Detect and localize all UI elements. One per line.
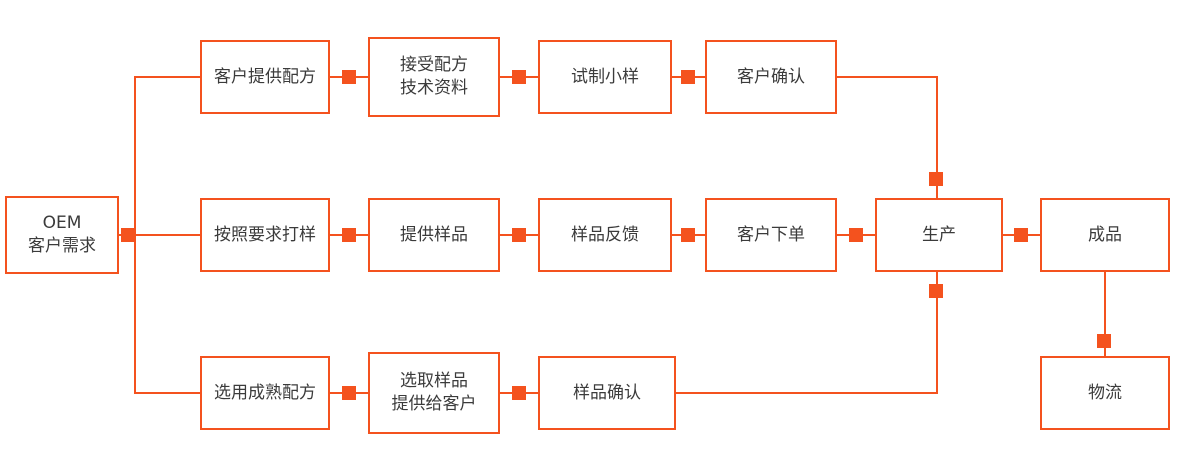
node-provide-sample: 提供样品 bbox=[368, 198, 500, 272]
node-sample-per-requirements: 按照要求打样 bbox=[200, 198, 330, 272]
connector-line bbox=[134, 76, 136, 394]
connector-square-icon bbox=[849, 228, 863, 242]
node-oem-customer-needs: OEM 客户需求 bbox=[5, 196, 119, 274]
connector-square-icon bbox=[681, 70, 695, 84]
node-customer-order: 客户下单 bbox=[705, 198, 837, 272]
connector-square-icon bbox=[1014, 228, 1028, 242]
node-select-sample-for-customer: 选取样品 提供给客户 bbox=[368, 352, 500, 434]
connector-square-icon bbox=[512, 70, 526, 84]
connector-square-icon bbox=[929, 284, 943, 298]
connector-line bbox=[134, 392, 200, 394]
connector-square-icon bbox=[1097, 334, 1111, 348]
connector-line bbox=[119, 234, 200, 236]
connector-line bbox=[837, 76, 938, 78]
connector-line bbox=[936, 76, 938, 198]
node-customer-provides-formula: 客户提供配方 bbox=[200, 40, 330, 114]
connector-line bbox=[676, 392, 938, 394]
node-logistics: 物流 bbox=[1040, 356, 1170, 430]
node-use-mature-formula: 选用成熟配方 bbox=[200, 356, 330, 430]
connector-square-icon bbox=[121, 228, 135, 242]
node-trial-small-sample: 试制小样 bbox=[538, 40, 672, 114]
connector-line bbox=[936, 272, 938, 392]
connector-line bbox=[134, 76, 200, 78]
connector-square-icon bbox=[681, 228, 695, 242]
connector-line bbox=[1104, 272, 1106, 356]
connector-square-icon bbox=[342, 228, 356, 242]
node-production: 生产 bbox=[875, 198, 1003, 272]
node-finished-product: 成品 bbox=[1040, 198, 1170, 272]
connector-square-icon bbox=[342, 70, 356, 84]
node-accept-formula-data: 接受配方 技术资料 bbox=[368, 37, 500, 117]
connector-square-icon bbox=[512, 386, 526, 400]
node-sample-feedback: 样品反馈 bbox=[538, 198, 672, 272]
node-sample-confirm: 样品确认 bbox=[538, 356, 676, 430]
connector-square-icon bbox=[929, 172, 943, 186]
connector-square-icon bbox=[342, 386, 356, 400]
connector-square-icon bbox=[512, 228, 526, 242]
node-customer-confirm: 客户确认 bbox=[705, 40, 837, 114]
